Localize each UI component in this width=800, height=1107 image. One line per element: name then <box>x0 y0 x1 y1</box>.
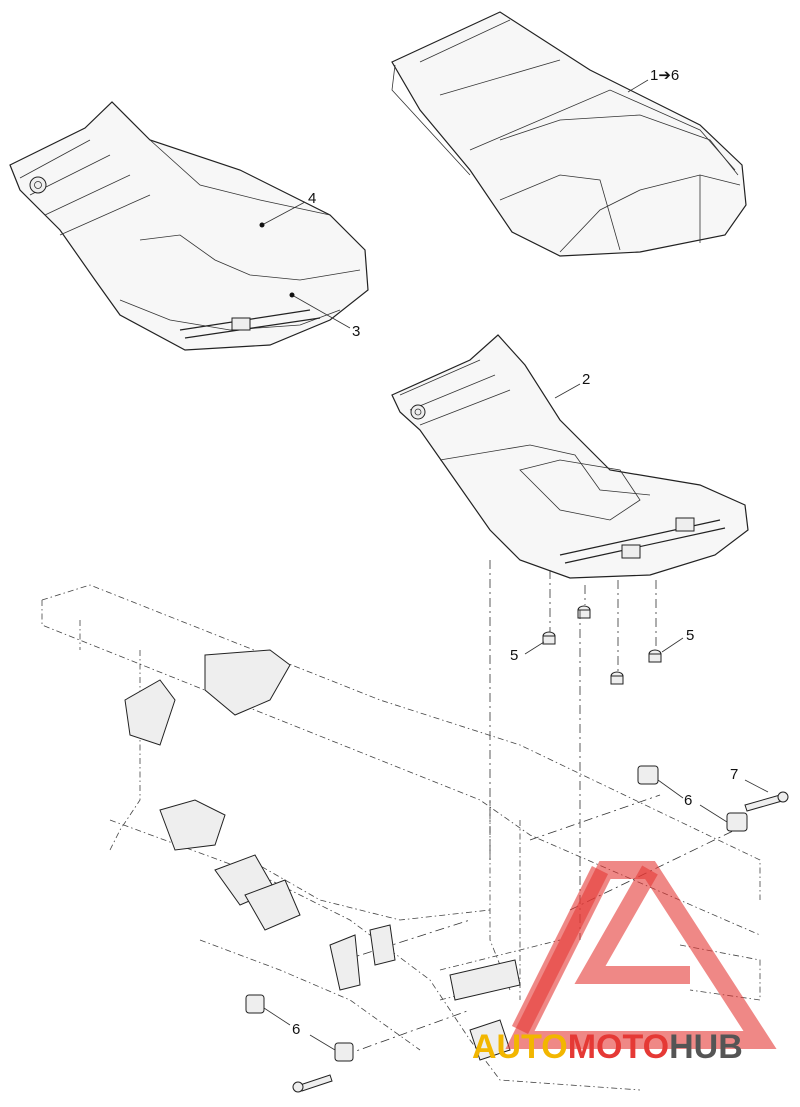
watermark-auto: AUTO <box>472 1028 568 1066</box>
callout-seat-cover: 4 <box>308 190 316 207</box>
leader-lines <box>259 79 769 1051</box>
seat-assembly-drawing <box>391 11 747 257</box>
seat-foam-drawing <box>9 101 369 351</box>
watermark-text: AUTOMOTOHUB <box>472 1028 743 1066</box>
clips-and-screws <box>245 765 789 1093</box>
callout-seat-assembly: 1➔6 <box>650 67 679 84</box>
frame-drawing <box>41 560 761 1091</box>
watermark-moto: MOTO <box>568 1028 669 1066</box>
callout-grommet-left: 5 <box>510 647 518 664</box>
callout-seat-foam: 3 <box>352 323 360 340</box>
callout-clip-lower: 6 <box>292 1021 300 1038</box>
callout-screw: 7 <box>730 766 738 783</box>
watermark-hub: HUB <box>669 1028 743 1066</box>
automotohub-watermark: AUTOMOTOHUB <box>472 861 777 1066</box>
seat-base-drawing <box>391 334 749 579</box>
callout-grommet-right: 5 <box>686 627 694 644</box>
grommets <box>542 570 662 685</box>
callout-seat-base: 2 <box>582 371 590 388</box>
callout-clip-upper: 6 <box>684 792 692 809</box>
